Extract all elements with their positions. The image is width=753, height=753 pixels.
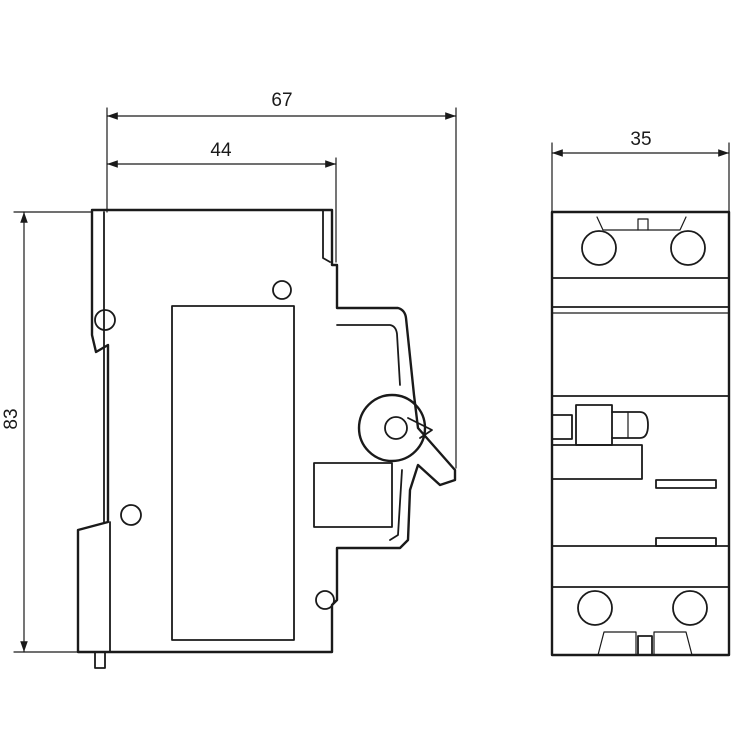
front-view [550, 210, 731, 657]
front-top-bridge [596, 216, 687, 231]
front-terminal-bottom-left [577, 590, 613, 626]
front-slot-upper [655, 479, 717, 489]
side-screw-left-top [94, 309, 116, 331]
side-body-outline [76, 208, 457, 654]
side-clip-tab [94, 651, 106, 669]
side-top-step [322, 209, 331, 263]
dim-label-83: 83 [1, 408, 22, 429]
front-top-notch [637, 218, 649, 231]
dim-label-35: 35 [630, 129, 651, 150]
side-lever-arm [407, 417, 433, 439]
side-lever-housing [336, 324, 401, 386]
front-test-button [551, 414, 573, 440]
dim-label-67: 67 [271, 90, 292, 111]
front-bottom-tab-left [597, 631, 637, 656]
front-terminal-top-right [670, 230, 706, 266]
front-slot-lower [655, 537, 717, 547]
side-window [313, 462, 393, 528]
side-screw-bottom [315, 590, 335, 610]
side-dimensions: 67 44 83 [1, 90, 457, 653]
dim-label-44: 44 [210, 140, 232, 161]
side-label-plate [171, 305, 295, 641]
side-screw-top [272, 280, 292, 300]
front-bottom-tab-right [653, 631, 693, 656]
front-toggle-lever [611, 411, 649, 439]
side-bottom-clip [77, 521, 111, 653]
side-lever-pivot [357, 393, 427, 463]
front-dimensions: 35 [551, 129, 730, 213]
side-view [76, 208, 457, 669]
front-terminal-top-left [581, 230, 617, 266]
front-toggle-base [575, 404, 613, 446]
side-lever-pivot-hole [384, 416, 408, 440]
front-terminal-bottom-right [672, 590, 708, 626]
front-handle-block [551, 444, 643, 480]
front-bottom-notch [637, 635, 653, 656]
side-lower-contour [389, 469, 403, 541]
side-screw-left-bottom [120, 504, 142, 526]
